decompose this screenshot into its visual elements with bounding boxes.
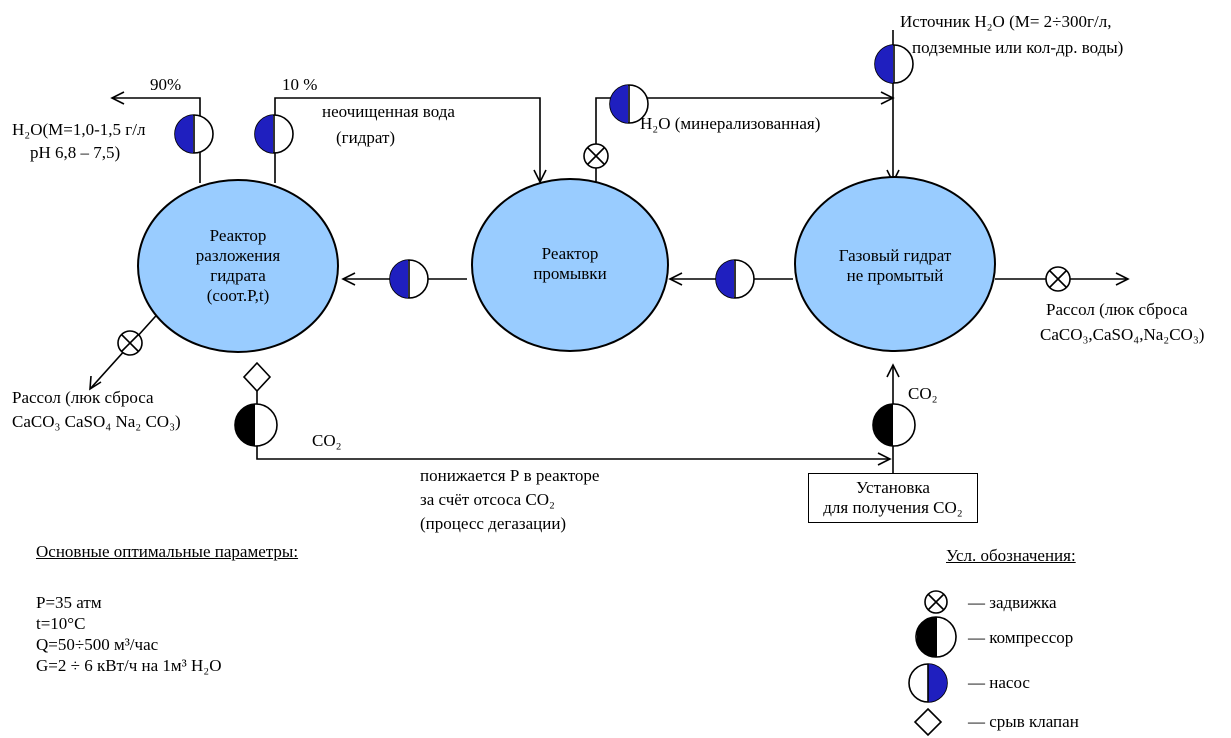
label-brine-left-salts: CaCO₃ CaSO₄ Na₂ CO₃): [12, 412, 181, 431]
pump-icon: [254, 114, 294, 154]
valve-icon: [1045, 266, 1071, 292]
pump-icon: [389, 259, 429, 299]
compressor-icon: [234, 403, 278, 447]
left-brine-arrowhead: [89, 375, 102, 391]
outflow-90-line: [112, 97, 201, 183]
flow-to-decomposition-arrowhead: [341, 272, 356, 286]
pump-icon: [174, 114, 214, 154]
pump-icon: [609, 84, 649, 124]
valve-icon: [583, 143, 609, 169]
co2-degassing-arrowhead: [877, 452, 892, 466]
legend-relief-valve-label: — срыв клапан: [968, 712, 1079, 731]
label-mineralized-water: H₂O (минерализованная): [640, 114, 821, 133]
legend-compressor-icon: [915, 616, 957, 658]
param-power: G=2 ÷ 6 кВт/ч на 1м³ H₂O: [36, 656, 222, 675]
reactor-washing-label: Реактор промывки: [533, 244, 607, 283]
reactor-decomposition: [137, 179, 339, 353]
co2-production-unit: Установка для получения CO₂: [808, 473, 978, 523]
reactor-decomposition-label: Реактор разложения гидрата (соот.P,t): [195, 226, 281, 305]
label-co2-suction: за счёт отсоса CO₂: [420, 490, 555, 509]
label-pressure-drop: понижается Р в реакторе: [420, 466, 600, 485]
label-brine-right: Рассол (люк сброса: [1046, 300, 1188, 319]
outflow-90-arrowhead: [110, 91, 125, 105]
label-10-percent: 10 %: [282, 75, 318, 94]
legend-valve-icon: [924, 590, 948, 614]
flow-to-washing-arrowhead: [668, 272, 683, 286]
relief-valve-icon: [242, 361, 272, 393]
right-brine-arrowhead: [1115, 272, 1130, 286]
legend-pump-label: — насос: [968, 673, 1030, 692]
compressor-icon: [872, 403, 916, 447]
recycle-10-arrowhead: [533, 169, 547, 184]
co2-unit-label: Установка для получения CO₂: [823, 478, 963, 517]
legend-compressor-label: — компрессор: [968, 628, 1074, 647]
co2-feed-arrowhead: [886, 363, 900, 378]
label-brine-right-salts: CaCO₃,CaSO₄,Na₂CO₃): [1040, 325, 1205, 344]
reactor-gas-hydrate-label: Газовый гидрат не промытый: [838, 246, 952, 285]
param-flow-rate: Q=50÷500 м³/час: [36, 635, 159, 654]
label-brine-left: Рассол (люк сброса: [12, 388, 154, 407]
label-clean-water-ph: pH 6,8 – 7,5): [30, 143, 121, 162]
label-co2-degassing: CO₂: [312, 431, 342, 450]
params-title: Основные оптимальные параметры:: [36, 542, 299, 561]
label-co2-feed: CO₂: [908, 384, 938, 403]
reactor-washing: [471, 178, 669, 352]
label-degassing-process: (процесс дегазации): [420, 514, 567, 533]
label-source-water: Источник H₂O (M= 2÷300г/л,: [900, 12, 1112, 31]
valve-icon: [117, 330, 143, 356]
label-source-water-type: подземные или кол-др. воды): [912, 38, 1124, 57]
pump-icon: [874, 44, 914, 84]
label-clean-water: H₂O(M=1,0-1,5 г/л: [12, 120, 146, 139]
legend-pump-icon: [908, 663, 948, 703]
label-90-percent: 90%: [150, 75, 182, 94]
param-pressure: Р=35 атм: [36, 593, 102, 612]
co2-degassing-line: [256, 370, 890, 460]
label-unpurified-water: неочищенная вода: [322, 102, 455, 121]
legend-relief-valve-icon: [913, 707, 943, 737]
param-temperature: t=10°С: [36, 614, 86, 633]
legend-title: Усл. обозначения:: [946, 546, 1076, 565]
reactor-gas-hydrate: [794, 176, 996, 352]
label-unpurified-water-hydrate: (гидрат): [336, 128, 396, 147]
pump-icon: [715, 259, 755, 299]
legend-valve-label: — задвижка: [968, 593, 1057, 612]
